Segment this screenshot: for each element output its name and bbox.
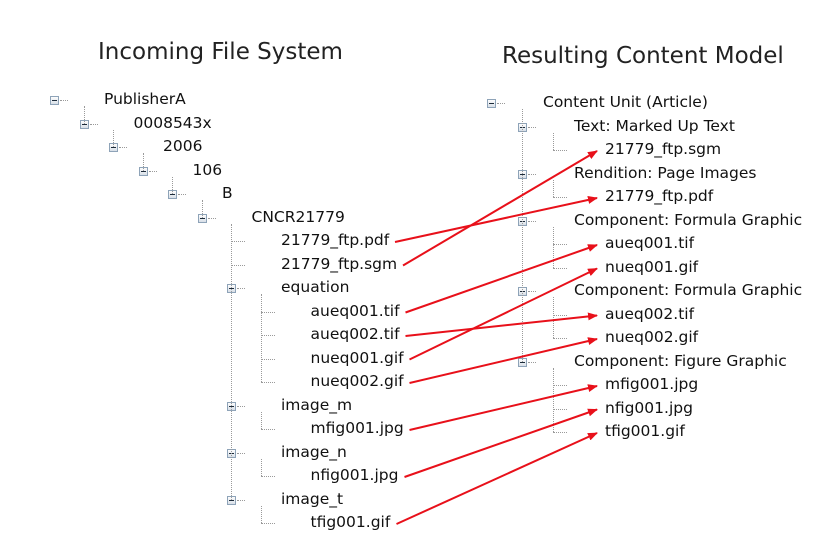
left-node-2006[interactable]: 2006	[163, 137, 203, 155]
right-node-mfig001-jpg[interactable]: mfig001.jpg	[605, 375, 699, 393]
mapping-arrow	[402, 150, 598, 267]
left-node-aueq001-tif[interactable]: aueq001.tif	[310, 301, 400, 320]
tree-connector	[260, 411, 262, 429]
right-node-component-formula-graphic[interactable]: Component: Formula Graphic	[574, 281, 803, 299]
tree-connector	[172, 176, 173, 194]
tree-connector	[260, 458, 262, 476]
left-node-nueq001-gif[interactable]: nueq001.gif	[310, 348, 404, 367]
left-node-image-t[interactable]: image_t	[281, 489, 344, 508]
tree-connector	[231, 223, 232, 500]
left-node-b[interactable]: B	[222, 184, 233, 202]
tree-connector	[260, 429, 275, 430]
tree-connector	[231, 241, 245, 242]
right-node-tfig001-gif[interactable]: tfig001.gif	[605, 422, 685, 440]
tree-connector	[553, 226, 554, 268]
tree-connector	[553, 338, 567, 339]
tree-connector	[237, 452, 245, 454]
left-node-nfig001-jpg[interactable]: nfig001.jpg	[310, 466, 399, 484]
tree-connector	[260, 382, 275, 383]
right-node-aueq001-tif[interactable]: aueq001.tif	[605, 234, 695, 252]
tree-connector	[260, 476, 275, 477]
tree-connector	[237, 405, 245, 407]
collapse-toggle-icon[interactable]	[487, 99, 496, 108]
tree-connector	[553, 408, 567, 410]
mapping-arrow	[409, 384, 598, 431]
left-node-cncr21779[interactable]: CNCR21779	[251, 207, 345, 226]
left-node-publishera[interactable]: PublisherA	[104, 90, 186, 108]
tree-connector	[178, 194, 186, 195]
left-node-aueq002-tif[interactable]: aueq002.tif	[310, 325, 400, 343]
right-node-21779-ftp-pdf[interactable]: 21779_ftp.pdf	[605, 187, 714, 205]
right-node-text-marked-up-text[interactable]: Text: Marked Up Text	[574, 116, 735, 135]
tree-connector	[237, 499, 245, 501]
left-node-mfig001-jpg[interactable]: mfig001.jpg	[310, 419, 404, 437]
tree-connector	[553, 432, 567, 433]
mapping-arrow	[405, 312, 598, 337]
mapping-arrow	[394, 196, 598, 243]
left-node-image-m[interactable]: image_m	[281, 395, 353, 414]
tree-connector	[522, 109, 523, 362]
tree-connector	[528, 361, 536, 363]
right-node-aueq002-tif[interactable]: aueq002.tif	[605, 304, 695, 323]
heading-incoming-file-system: Incoming File System	[98, 39, 343, 65]
tree-connector	[553, 314, 567, 316]
right-node-rendition-page-images[interactable]: Rendition: Page Images	[574, 163, 757, 182]
left-node-21779-ftp-sgm[interactable]: 21779_ftp.sgm	[281, 254, 398, 273]
collapse-toggle-icon[interactable]	[50, 96, 59, 105]
heading-resulting-content-model: Resulting Content Model	[502, 43, 784, 69]
tree-connector	[207, 217, 216, 219]
tree-connector	[528, 126, 536, 128]
tree-connector	[553, 197, 567, 198]
tree-connector	[260, 523, 275, 524]
tree-connector	[60, 100, 68, 101]
tree-connector	[260, 294, 262, 382]
tree-connector	[142, 153, 144, 171]
left-node-image-n[interactable]: image_n	[281, 442, 347, 461]
left-node-21779-ftp-pdf[interactable]: 21779_ftp.pdf	[281, 231, 390, 249]
tree-connector	[237, 288, 245, 289]
tree-connector	[260, 505, 262, 523]
mapping-arrow	[396, 432, 598, 525]
left-node-tfig001-gif[interactable]: tfig001.gif	[310, 513, 391, 531]
tree-connector	[553, 150, 567, 151]
right-node-nfig001-jpg[interactable]: nfig001.jpg	[605, 398, 693, 417]
tree-connector	[553, 385, 567, 386]
tree-connector	[553, 367, 554, 432]
left-node-equation[interactable]: equation	[281, 278, 350, 296]
tree-connector	[148, 170, 157, 172]
left-node-106[interactable]: 106	[192, 160, 223, 179]
mapping-arrow	[404, 408, 598, 478]
tree-connector	[553, 244, 567, 245]
tree-connector	[260, 358, 275, 360]
tree-connector	[89, 123, 98, 125]
right-node-nueq002-gif[interactable]: nueq002.gif	[605, 328, 699, 346]
tree-connector	[201, 200, 203, 218]
tree-connector	[528, 220, 536, 222]
left-node-0008543x[interactable]: 0008543x	[133, 113, 212, 132]
tree-connector	[260, 335, 275, 336]
right-node-21779-ftp-sgm[interactable]: 21779_ftp.sgm	[605, 140, 722, 158]
mapping-arrow	[409, 267, 598, 361]
right-node-component-figure-graphic[interactable]: Component: Figure Graphic	[574, 351, 787, 370]
mapping-arrow	[405, 244, 598, 314]
tree-connector	[231, 264, 245, 266]
tree-connector	[553, 267, 567, 269]
tree-connector	[260, 311, 275, 313]
tree-connector	[528, 173, 536, 175]
right-node-content-unit-article[interactable]: Content Unit (Article)	[543, 93, 708, 111]
tree-connector	[528, 291, 536, 292]
tree-connector	[497, 103, 505, 104]
left-node-nueq002-gif[interactable]: nueq002.gif	[310, 372, 404, 390]
tree-connector	[113, 129, 114, 147]
right-node-component-formula-graphic[interactable]: Component: Formula Graphic	[574, 210, 803, 229]
mapping-arrow	[409, 337, 598, 384]
tree-connector	[553, 297, 554, 338]
right-node-nueq001-gif[interactable]: nueq001.gif	[605, 257, 699, 276]
tree-connector	[553, 132, 554, 150]
tree-connector	[83, 106, 85, 124]
tree-connector	[119, 147, 127, 148]
tree-connector	[553, 179, 554, 197]
